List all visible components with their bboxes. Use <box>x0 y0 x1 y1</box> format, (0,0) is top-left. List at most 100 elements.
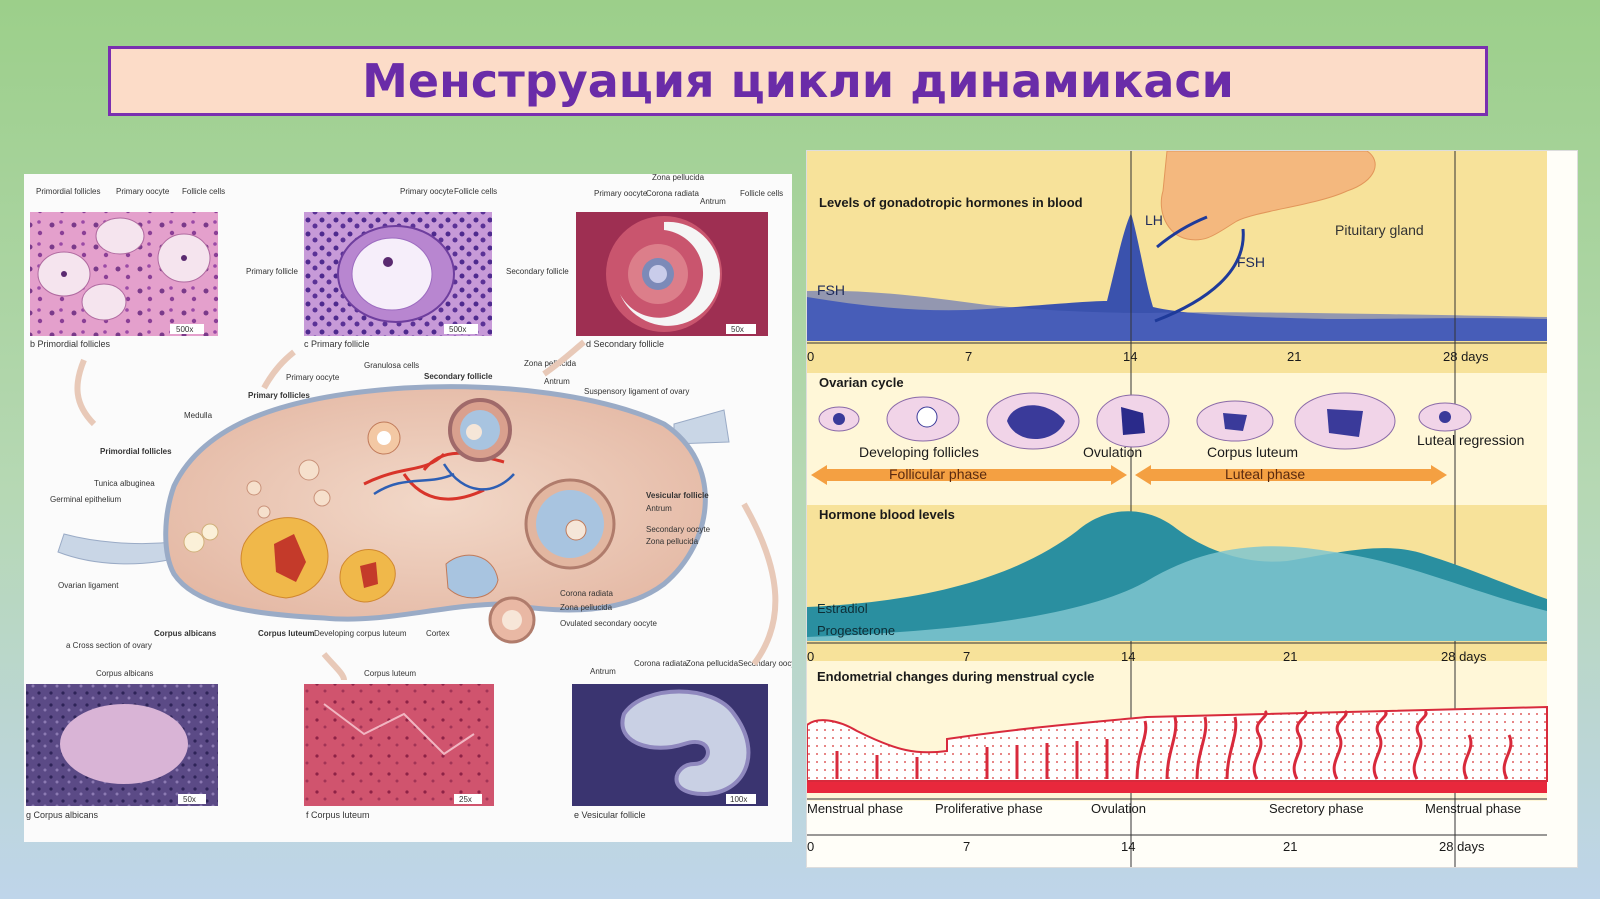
ovary-histology-figure: 500x Primordial follicles Primary oocyte… <box>24 173 803 842</box>
label-corpus-luteum: Corpus luteum <box>258 629 314 638</box>
e-magnification: 100x <box>730 795 747 804</box>
micrograph-c: 500x <box>304 212 492 336</box>
e-label-3: Zona pellucida <box>686 659 739 668</box>
g-label: Corpus albicans <box>96 669 153 678</box>
ovarian-title: Ovarian cycle <box>819 375 904 390</box>
d-label-4: Antrum <box>700 197 726 206</box>
c-magnification: 500x <box>449 325 466 334</box>
phase-ovulation: Ovulation <box>1091 801 1146 816</box>
label-suspensory: Suspensory ligament of ovary <box>584 387 689 396</box>
axis-2-ticks: 0 7 14 21 28 days <box>807 649 1487 664</box>
lh-label: LH <box>1145 212 1163 228</box>
ovarian-labels: Developing follicles Ovulation Corpus lu… <box>859 432 1524 460</box>
b-label-2: Primary oocyte <box>116 187 170 196</box>
label-primary-oocyte: Primary oocyte <box>286 373 340 382</box>
label-cross-section: a Cross section of ovary <box>66 641 152 650</box>
axis2-tick-28: 28 days <box>1441 649 1487 664</box>
axis-1-ticks: 0 7 14 21 28 days <box>807 349 1489 364</box>
label-vesicular-follicle: Vesicular follicle <box>646 491 709 500</box>
f-label: Corpus luteum <box>364 669 416 678</box>
label-antrum: Antrum <box>544 377 570 386</box>
label-developing-follicles: Developing follicles <box>859 444 979 460</box>
phase-secretory: Secretory phase <box>1269 801 1364 816</box>
endometrial-phases: Menstrual phase Proliferative phase Ovul… <box>807 801 1521 816</box>
c-label-2: Follicle cells <box>454 187 497 196</box>
axis3-tick-7: 7 <box>963 839 970 854</box>
axis3-tick-28: 28 days <box>1439 839 1485 854</box>
follicular-phase-label: Follicular phase <box>889 466 987 482</box>
axis3-tick-21: 21 <box>1283 839 1297 854</box>
label-secondary-follicle: Secondary follicle <box>424 372 493 381</box>
axis2-tick-7: 7 <box>963 649 970 664</box>
b-magnification: 500x <box>176 325 193 334</box>
fsh-arrow <box>1154 228 1245 323</box>
menstrual-cycle-figure: Pituitary gland FSH LH FSH Levels of gon… <box>806 150 1578 868</box>
e-label-2: Corona radiata <box>634 659 687 668</box>
label-zona-pellucida: Zona pellucida <box>524 359 577 368</box>
e-label-1: Antrum <box>590 667 616 676</box>
page-title: Менструация цикли динамикаси <box>362 54 1234 108</box>
d-magnification: 50x <box>731 325 744 334</box>
follicular-phase-arrow <box>811 465 1127 485</box>
label-corpus-luteum-ovarian: Corpus luteum <box>1207 444 1298 460</box>
arrow-secondary <box>542 339 586 377</box>
label-corona-radiata: Corona radiata <box>560 589 613 598</box>
label-granulosa: Granulosa cells <box>364 361 419 370</box>
axis1-tick-21: 21 <box>1287 349 1301 364</box>
d-label-5: Follicle cells <box>740 189 783 198</box>
c-caption: c Primary follicle <box>304 339 370 349</box>
micrograph-f: 25x <box>304 684 494 806</box>
g-caption: g Corpus albicans <box>26 810 99 820</box>
g-magnification: 50x <box>183 795 196 804</box>
axis1-tick-14: 14 <box>1123 349 1137 364</box>
c-label-1: Primary oocyte <box>400 187 454 196</box>
d-label-2: Primary oocyte <box>594 189 648 198</box>
ovarian-follicles <box>818 392 1472 450</box>
ovary-svg: 500x Primordial follicles Primary oocyte… <box>26 173 803 820</box>
fsh-curve-label: FSH <box>817 282 845 298</box>
e-label-4: Secondary oocyte <box>738 659 792 668</box>
label-ovulated: Ovulated secondary oocyte <box>560 619 657 628</box>
c-label-3: Primary follicle <box>246 267 299 276</box>
label-zona-pellucida-2: Zona pellucida <box>646 537 699 546</box>
axis-3-ticks: 0 7 14 21 28 days <box>807 839 1485 854</box>
fsh-curve <box>807 290 1547 341</box>
progesterone-curve <box>807 546 1547 641</box>
endometrial-title-line1: Endometrial changes during menstrual cyc… <box>817 669 1094 684</box>
phase-proliferative: Proliferative phase <box>935 801 1043 816</box>
ovary-cross-section <box>57 384 730 644</box>
pituitary-label: Pituitary gland <box>1335 222 1424 238</box>
b-label-1: Primordial follicles <box>36 187 100 196</box>
b-label-3: Follicle cells <box>182 187 225 196</box>
arrow-vesicular <box>741 502 779 666</box>
arrow-primordial <box>74 358 97 427</box>
endometrium-layer <box>806 705 1548 782</box>
label-luteal-regression: Luteal regression <box>1417 432 1524 448</box>
axis1-tick-0: 0 <box>807 349 814 364</box>
d-label-3: Corona radiata <box>646 189 699 198</box>
label-developing-cl: Developing corpus luteum <box>314 629 407 638</box>
axis3-tick-14: 14 <box>1121 839 1135 854</box>
label-ovulation-ovarian: Ovulation <box>1083 444 1142 460</box>
label-cortex: Cortex <box>426 629 450 638</box>
label-primordial-follicles: Primordial follicles <box>100 447 172 456</box>
ovary-labels: Granulosa cells Zona pellucida Primary o… <box>50 359 711 650</box>
endometrial-glands <box>835 709 1513 780</box>
label-germinal: Germinal epithelium <box>50 495 121 504</box>
label-zona-pellucida-3: Zona pellucida <box>560 603 613 612</box>
micrograph-d: 50x <box>576 212 768 336</box>
endometrial-title: Endometrial changes during menstrual cyc… <box>817 669 1094 684</box>
axis1-tick-7: 7 <box>965 349 972 364</box>
micrograph-e: 100x <box>572 684 768 806</box>
estradiol-label: Estradiol <box>817 601 868 616</box>
label-ovarian-ligament: Ovarian ligament <box>58 581 119 590</box>
phase-menstrual-2: Menstrual phase <box>1425 801 1521 816</box>
hormone-title: Hormone blood levels <box>819 507 955 522</box>
label-medulla: Medulla <box>184 411 213 420</box>
pituitary-gland-shape <box>1160 150 1376 241</box>
b-caption: b Primordial follicles <box>30 339 111 349</box>
fsh-arrow-label: FSH <box>1237 254 1265 270</box>
micrograph-g: 50x <box>26 684 218 806</box>
axis3-tick-0: 0 <box>807 839 814 854</box>
arrow-corpus-luteum <box>321 652 347 681</box>
